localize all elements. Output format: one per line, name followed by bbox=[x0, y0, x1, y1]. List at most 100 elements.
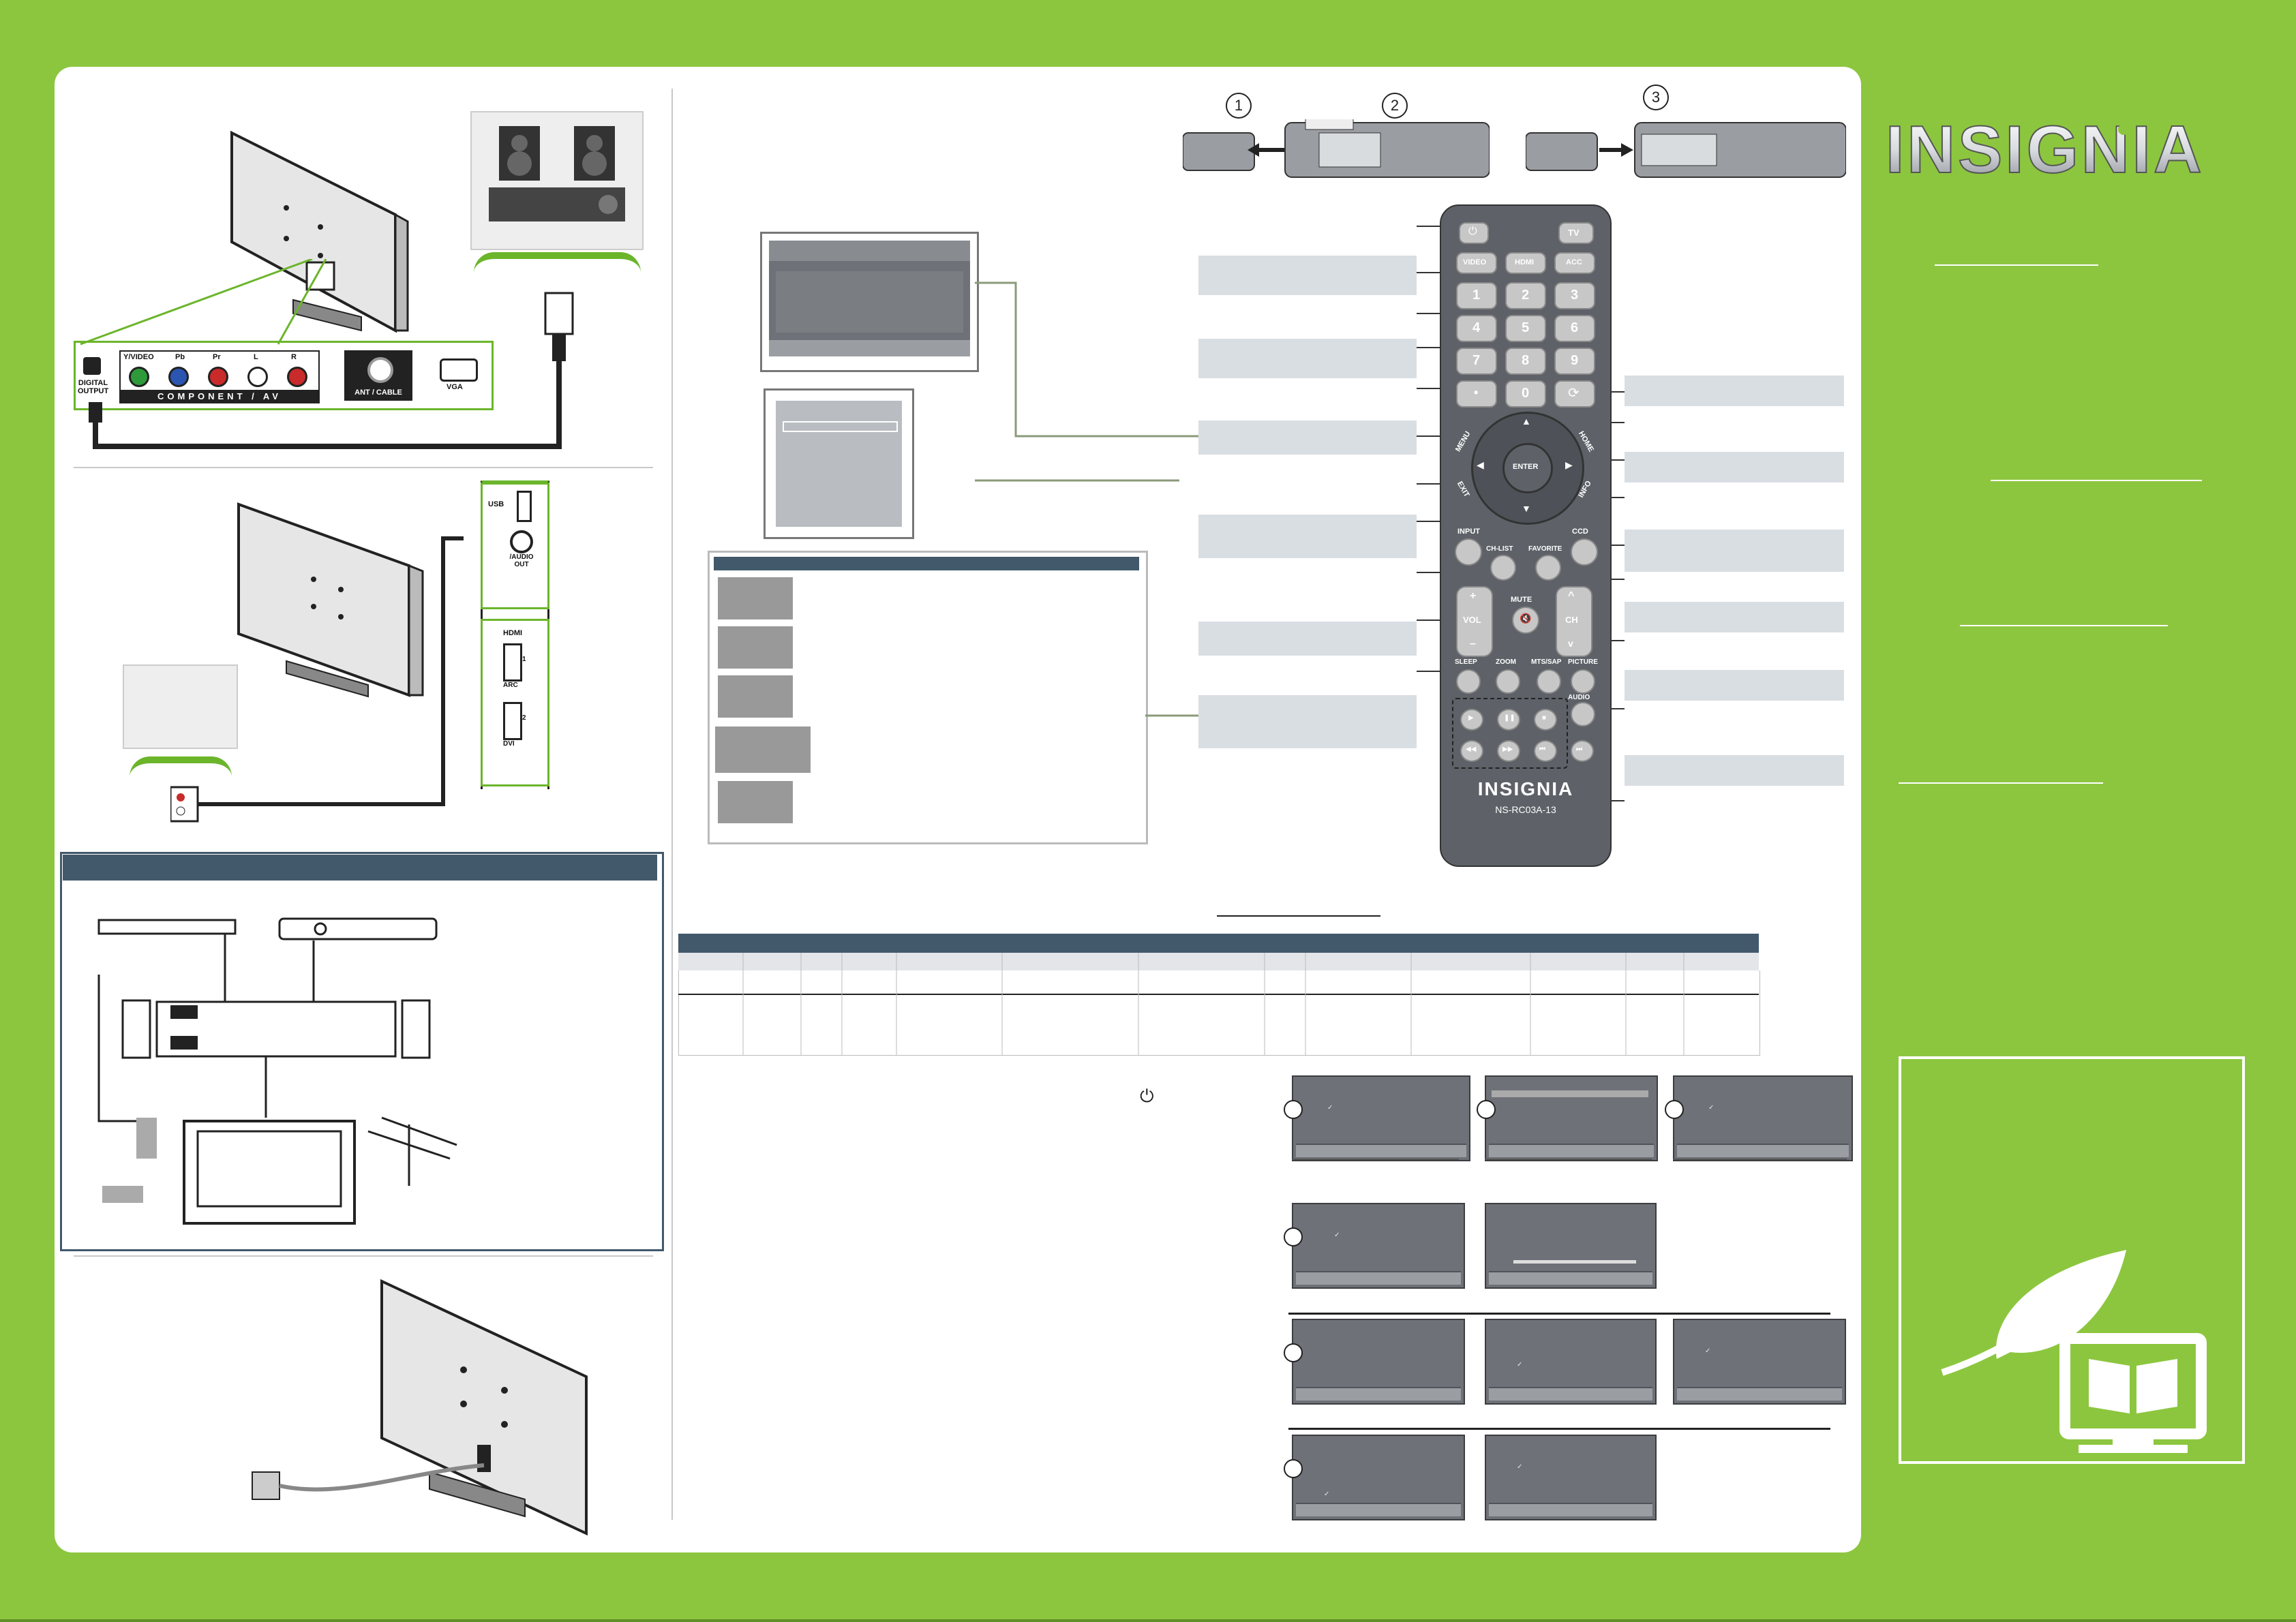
num-0-label: 0 bbox=[1522, 386, 1530, 401]
callout-left-2 bbox=[1198, 339, 1417, 378]
num-5-button[interactable]: 5 bbox=[1505, 315, 1546, 342]
step-2-number: 2 bbox=[1382, 93, 1408, 119]
dot-button[interactable]: • bbox=[1456, 380, 1497, 408]
digital-output-label: DIGITAL OUTPUT bbox=[78, 379, 109, 395]
power-icon: ⏻ bbox=[1140, 1086, 1154, 1106]
setup-screen-2 bbox=[1477, 1075, 1658, 1161]
num-3-button[interactable]: 3 bbox=[1554, 282, 1595, 309]
sleep-button[interactable] bbox=[1456, 669, 1481, 694]
num-8-button[interactable]: 8 bbox=[1505, 348, 1546, 375]
menu-button[interactable]: MENU bbox=[1453, 429, 1472, 454]
power-button[interactable]: ⏻ bbox=[1459, 222, 1489, 244]
ch-up-icon: ^ bbox=[1568, 590, 1575, 602]
favorite-button[interactable] bbox=[1535, 555, 1561, 581]
mts-sap-button[interactable] bbox=[1537, 669, 1561, 694]
num-0-button[interactable]: 0 bbox=[1505, 380, 1546, 408]
step-3-number: 3 bbox=[1643, 85, 1669, 110]
next-button[interactable]: ⏭ bbox=[1571, 740, 1594, 762]
remote-brand: INSIGNIA bbox=[1477, 778, 1574, 799]
input-button[interactable] bbox=[1455, 538, 1482, 566]
channel-rocker[interactable]: ^ CH v bbox=[1556, 586, 1592, 657]
hdmi-button-label: HDMI bbox=[1515, 258, 1535, 266]
acc-button[interactable]: ACC bbox=[1554, 252, 1595, 274]
setup-screen-3: ✓ bbox=[1665, 1075, 1853, 1161]
ccd-button[interactable] bbox=[1571, 538, 1598, 566]
recall-button[interactable]: ⟳ bbox=[1554, 380, 1595, 408]
zoom-button[interactable] bbox=[1496, 669, 1520, 694]
tv-button-label: TV bbox=[1568, 228, 1580, 238]
section-rule bbox=[1288, 1428, 1830, 1430]
stop-button[interactable]: ■ bbox=[1534, 709, 1557, 731]
fast-forward-button[interactable]: ▶▶ bbox=[1497, 740, 1520, 762]
enter-button[interactable]: ENTER bbox=[1502, 443, 1553, 493]
screen-rule bbox=[1673, 1159, 1847, 1160]
system-diagram-header bbox=[63, 855, 657, 881]
pause-button[interactable]: ❚❚ bbox=[1497, 709, 1520, 731]
ch-label: CH bbox=[1565, 615, 1578, 625]
volume-rocker[interactable]: + VOL – bbox=[1456, 586, 1493, 657]
num-6-label: 6 bbox=[1571, 320, 1579, 335]
specs-table-header bbox=[678, 934, 1759, 953]
bottom-rule bbox=[0, 1619, 2296, 1622]
right-arrow-icon[interactable]: ▶ bbox=[1565, 459, 1573, 470]
aspect-thumb-5 bbox=[718, 781, 793, 823]
hdmi-logo: HDMI bbox=[503, 629, 523, 637]
tv-back-illustration-1 bbox=[225, 126, 416, 344]
down-arrow-icon[interactable]: ▼ bbox=[1522, 503, 1531, 514]
num-1-button[interactable]: 1 bbox=[1456, 282, 1497, 309]
left-arrow-icon[interactable]: ◀ bbox=[1477, 459, 1484, 470]
section-divider bbox=[74, 467, 653, 468]
specs-table-row-rule bbox=[678, 994, 1759, 995]
enter-label: ENTER bbox=[1513, 463, 1539, 471]
audio-button[interactable] bbox=[1571, 702, 1595, 726]
aspect-ratio-box bbox=[708, 551, 1148, 844]
num-3-label: 3 bbox=[1571, 288, 1579, 303]
num-6-button[interactable]: 6 bbox=[1554, 315, 1595, 342]
stop-icon: ■ bbox=[1542, 714, 1547, 722]
ch-list-button[interactable] bbox=[1490, 555, 1516, 581]
num-4-button[interactable]: 4 bbox=[1456, 315, 1497, 342]
section-divider bbox=[74, 1255, 653, 1257]
num-7-button[interactable]: 7 bbox=[1456, 348, 1497, 375]
digital-output-jack bbox=[83, 357, 101, 375]
battery-step-3 bbox=[1525, 119, 1847, 181]
specs-table-body bbox=[678, 970, 1760, 1056]
favorite-label: FAVORITE bbox=[1528, 545, 1562, 553]
picture-button[interactable] bbox=[1571, 669, 1595, 694]
setup-screen-10: ✓ bbox=[1485, 1435, 1657, 1520]
specs-table-grid bbox=[742, 953, 1685, 1055]
callout-right-1 bbox=[1625, 376, 1844, 406]
step-1-number: 1 bbox=[1226, 93, 1252, 119]
hdmi-button[interactable]: HDMI bbox=[1505, 252, 1546, 274]
side-panel: USB /AUDIO OUT HDMI 1 ARC 2 DVI bbox=[481, 480, 549, 789]
rewind-button[interactable]: ◀◀ bbox=[1460, 740, 1483, 762]
green-rule bbox=[1899, 782, 2103, 784]
tv-button[interactable]: TV bbox=[1558, 222, 1594, 244]
ch-list-label: CH-LIST bbox=[1486, 545, 1513, 553]
play-button[interactable]: ▶ bbox=[1460, 709, 1483, 731]
num-2-button[interactable]: 2 bbox=[1505, 282, 1546, 309]
hdmi-2-label: 2 bbox=[522, 714, 526, 722]
r-label: R bbox=[291, 353, 297, 361]
ch-down-icon: v bbox=[1568, 638, 1573, 649]
zoom-label: ZOOM bbox=[1496, 658, 1516, 666]
callout-left-1 bbox=[1198, 256, 1417, 295]
previous-button[interactable]: ⏮ bbox=[1534, 740, 1557, 762]
eco-manual-icon bbox=[1941, 1250, 2207, 1453]
dot-label: • bbox=[1474, 386, 1479, 399]
callout-right-4 bbox=[1625, 602, 1844, 632]
pr-label: Pr bbox=[213, 353, 221, 361]
callout-right-5 bbox=[1625, 670, 1844, 701]
power-icon: ⏻ bbox=[1468, 226, 1477, 237]
video-button[interactable]: VIDEO bbox=[1456, 252, 1497, 274]
callout-left-5 bbox=[1198, 622, 1417, 656]
pr-jack bbox=[208, 367, 228, 387]
callout-right-2 bbox=[1625, 452, 1844, 483]
up-arrow-icon[interactable]: ▲ bbox=[1522, 416, 1531, 427]
num-9-button[interactable]: 9 bbox=[1554, 348, 1595, 375]
aspect-thumb-1 bbox=[718, 577, 793, 619]
system-diagram bbox=[97, 917, 457, 1225]
mute-button[interactable]: 🔇 bbox=[1512, 607, 1539, 634]
exit-button[interactable]: EXIT bbox=[1455, 480, 1471, 499]
picture-label: PICTURE bbox=[1568, 658, 1598, 666]
